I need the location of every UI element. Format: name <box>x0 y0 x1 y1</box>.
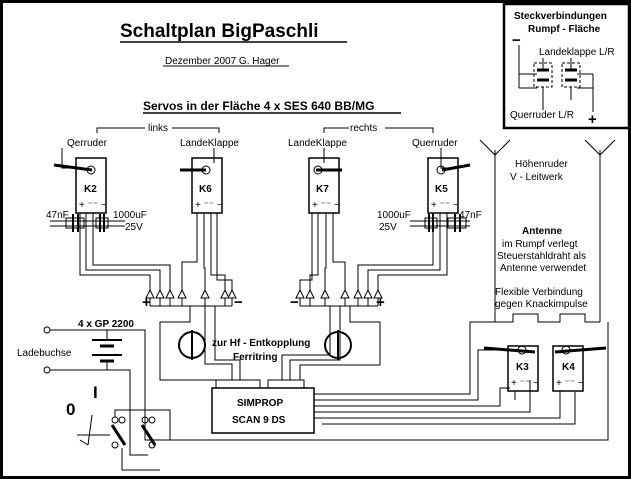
receiver-label-line2: SCAN 9 DS <box>232 415 286 426</box>
group-label-links: links <box>148 123 168 134</box>
servo-k7-body <box>308 157 340 214</box>
group-label-rechts: rechts <box>350 123 377 134</box>
label-landeklappe-left: LandeKlappe <box>180 138 239 149</box>
page-title: Schaltplan BigPaschli <box>120 21 319 42</box>
servo-k6-body <box>191 157 223 214</box>
servo-k2-pins: + ⁻⁻ − <box>79 200 107 211</box>
flex-line2: gegen Knackimpulse <box>495 299 588 310</box>
cap-left-voltage: 25V <box>125 222 143 233</box>
battery-pack <box>50 329 170 456</box>
servo-k3-label: K3 <box>516 362 529 373</box>
hoehenruder-line2: V - Leitwerk <box>510 172 564 183</box>
servo-k6-label: K6 <box>199 184 212 195</box>
servo-k3-pins: + ⁻⁻ − <box>511 378 539 389</box>
servo-k2-label: K2 <box>84 184 97 195</box>
cap-right-small: 47nF <box>459 210 482 221</box>
servo-k5-label: K5 <box>435 184 448 195</box>
servo-k5-body <box>427 157 459 214</box>
flex-line1: Flexible Verbindung <box>495 287 583 298</box>
inset-heading-line2: Rumpf - Fläche <box>528 24 601 35</box>
servo-k7-pins: + ⁻⁻ − <box>312 200 340 211</box>
servo-k7-label: K7 <box>316 184 329 195</box>
antenne-line3: Antenne verwendet <box>500 263 586 274</box>
servo-k6-pins: + ⁻⁻ − <box>195 200 223 211</box>
servo-k5-pins: + ⁻⁻ − <box>431 200 459 211</box>
connector-right-plus: + <box>376 294 385 311</box>
ladebuchse-label: Ladebuchse <box>17 348 72 359</box>
connector-left-plus: + <box>142 294 151 311</box>
ladebuchse-jack-bottom <box>43 366 51 374</box>
inset-connector-diagram <box>518 45 594 112</box>
cap-left-small: 47nF <box>46 210 69 221</box>
antenne-line2: Steuerstahldraht als <box>497 251 586 262</box>
ferrite-label-line1: zur Hf - Entkopplung <box>212 338 310 349</box>
antenne-line1: im Rumpf verlegt <box>502 239 578 250</box>
receiver-label-line1: SIMPROP <box>237 398 283 409</box>
right-servo-cables <box>299 213 448 290</box>
cap-right-voltage: 25V <box>379 222 397 233</box>
inset-plus: + <box>588 111 597 128</box>
receiver-box <box>211 387 315 434</box>
hoehenruder-line1: Höhenruder <box>515 159 568 170</box>
connector-left-minus: − <box>234 294 243 311</box>
servos-heading: Servos in der Fläche 4 x SES 640 BB/MG <box>143 99 374 113</box>
inset-heading-line1: Steckverbindungen <box>514 11 607 22</box>
switch-off-label: 0 <box>66 400 75 419</box>
ferrite-label-line2: Ferritring <box>233 352 277 363</box>
inset-label-querruder: Querruder L/R <box>510 110 574 121</box>
connector-right-minus: − <box>290 294 299 311</box>
left-servo-cables <box>79 213 233 290</box>
inset-minus: − <box>512 32 521 49</box>
cap-left-large: 1000uF <box>113 210 147 221</box>
power-switch <box>77 409 171 471</box>
cap-right-large: 1000uF <box>377 210 411 221</box>
ladebuchse-jack-top <box>43 326 51 334</box>
inset-box <box>502 2 631 130</box>
label-querruder: Querruder <box>412 138 458 149</box>
label-qerruder: Qerruder <box>67 138 108 149</box>
connector-row-right <box>295 288 383 307</box>
label-landeklappe-right: LandeKlappe <box>288 138 347 149</box>
page-subtitle: Dezember 2007 G. Hager <box>165 56 280 67</box>
inset-label-landeklappe: Landeklappe L/R <box>539 47 615 58</box>
connector-row-left <box>145 288 237 307</box>
battery-label: 4 x GP 2200 <box>78 319 134 330</box>
antenne-heading: Antenne <box>522 226 562 237</box>
servo-k4-pins: + ⁻⁻ − <box>556 378 584 389</box>
servo-k2-body <box>75 157 107 214</box>
servo-k4-label: K4 <box>562 362 575 373</box>
switch-on-label: I <box>93 383 98 402</box>
